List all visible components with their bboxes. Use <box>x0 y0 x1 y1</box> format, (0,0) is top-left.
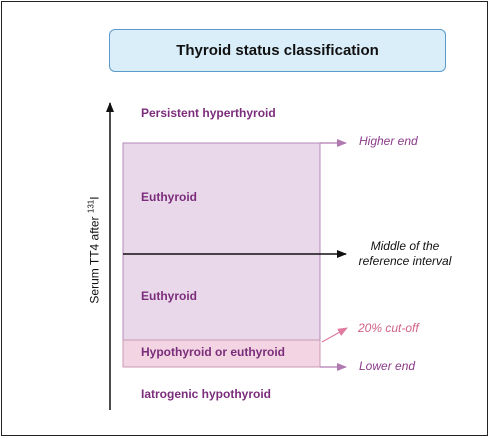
zone-label-persistent-hyperthyroid: Persistent hyperthyroid <box>141 106 276 120</box>
y-axis-label: Serum TT4 after 131I <box>86 196 102 304</box>
cutoff-arrow <box>321 327 348 343</box>
middle-reference-label: Middle of the reference interval <box>358 239 452 268</box>
cutoff-label: 20% cut-off <box>358 321 419 335</box>
borderline-band <box>122 339 321 368</box>
zone-label-hypothyroid-or-euthyroid: Hypothyroid or euthyroid <box>141 345 285 359</box>
higher-end-label: Higher end <box>359 134 418 148</box>
reference-interval-box <box>122 142 321 368</box>
diagram-title: Thyroid status classification <box>109 29 446 72</box>
zone-label-iatrogenic-hypothyroid: Iatrogenic hypothyroid <box>141 387 272 401</box>
zone-label-euthyroid-lower: Euthyroid <box>141 289 197 303</box>
lower-end-label: Lower end <box>359 359 416 373</box>
zone-label-euthyroid-upper: Euthyroid <box>141 190 197 204</box>
